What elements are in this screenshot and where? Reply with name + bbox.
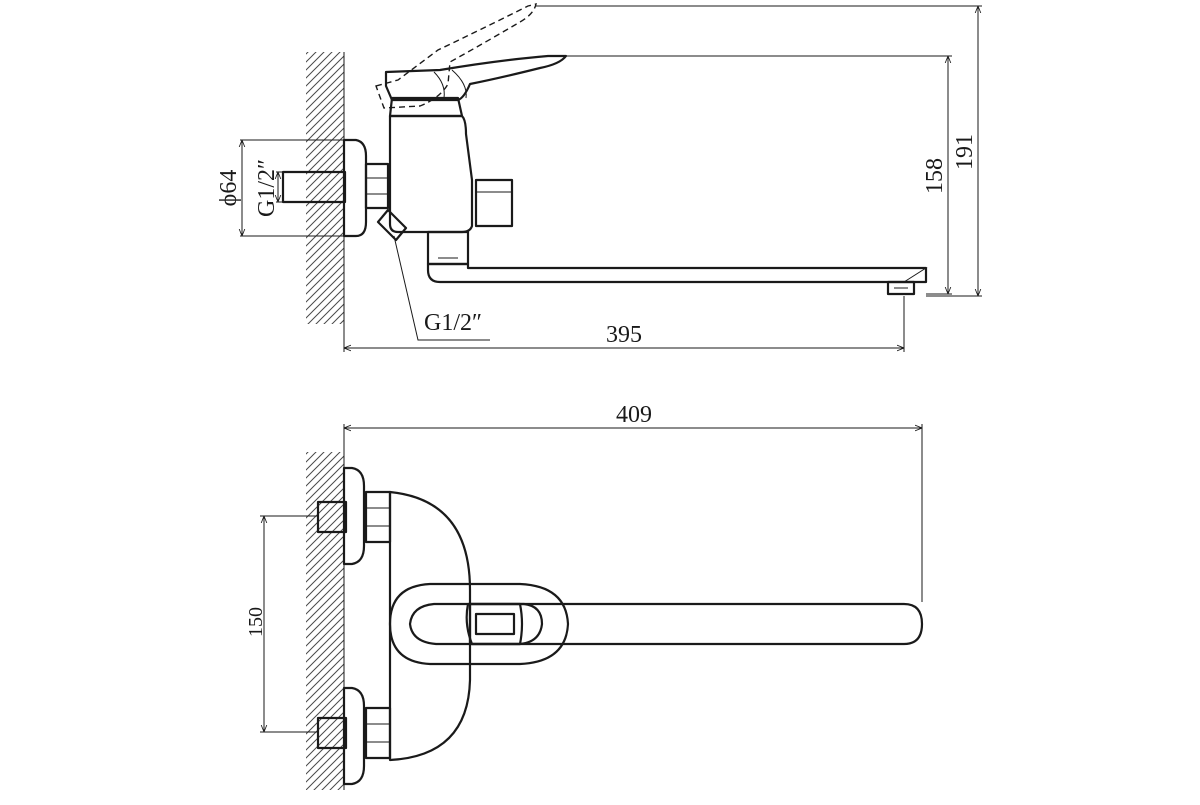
wall-hatching-top <box>306 52 344 324</box>
upper-flange <box>342 466 366 566</box>
cartridge-switch <box>474 612 516 636</box>
side-view: ϕ64 G1/2″ G1/2″ 395 158 <box>216 3 982 352</box>
lower-nut <box>364 706 392 760</box>
dim-total-height-label: 191 <box>952 134 978 170</box>
wall-flange <box>342 138 368 238</box>
upper-inlet-pipe <box>316 500 348 534</box>
dim-outlet-height: 158 <box>566 55 952 295</box>
dim-inlet-spacing: 150 <box>245 515 318 733</box>
top-view: 409 150 <box>245 402 924 790</box>
lever-handle-raised <box>375 3 537 109</box>
lower-flange <box>342 686 366 786</box>
lower-inlet-pipe <box>316 716 348 750</box>
dim-spout-reach: 395 <box>344 296 905 352</box>
eccentric-nut <box>364 162 390 210</box>
diverter-outlet <box>376 208 408 242</box>
spout <box>426 262 928 284</box>
dim-inlet-spacing-label: 150 <box>245 607 267 637</box>
dim-total-length-label: 409 <box>616 402 652 428</box>
dim-total-length: 409 <box>344 402 923 602</box>
upper-nut <box>364 490 392 544</box>
mixer-body <box>388 114 474 234</box>
dim-flange-diameter-label: ϕ64 <box>216 170 242 207</box>
shower-thread-label: G1/2″ <box>424 310 482 336</box>
swivel-connector <box>426 230 470 266</box>
dim-total-height: 191 <box>536 5 982 297</box>
dim-inlet-thread: G1/2″ <box>254 159 283 217</box>
lever-handle <box>384 54 568 102</box>
dim-outlet-height-label: 158 <box>922 158 948 194</box>
wall-hatching-bottom <box>306 452 344 790</box>
leader-shower-thread: G1/2″ <box>393 235 490 341</box>
dim-inlet-thread-label: G1/2″ <box>254 159 280 217</box>
aerator <box>886 280 916 296</box>
dim-flange-diameter: ϕ64 <box>216 139 344 237</box>
mixer-body-top <box>388 490 472 762</box>
switch-button <box>474 178 514 228</box>
spout-top <box>468 602 924 646</box>
cartridge-cap <box>465 602 524 646</box>
lever-loop <box>388 582 570 666</box>
dim-spout-reach-label: 395 <box>606 322 642 348</box>
cartridge-collar <box>388 96 464 118</box>
